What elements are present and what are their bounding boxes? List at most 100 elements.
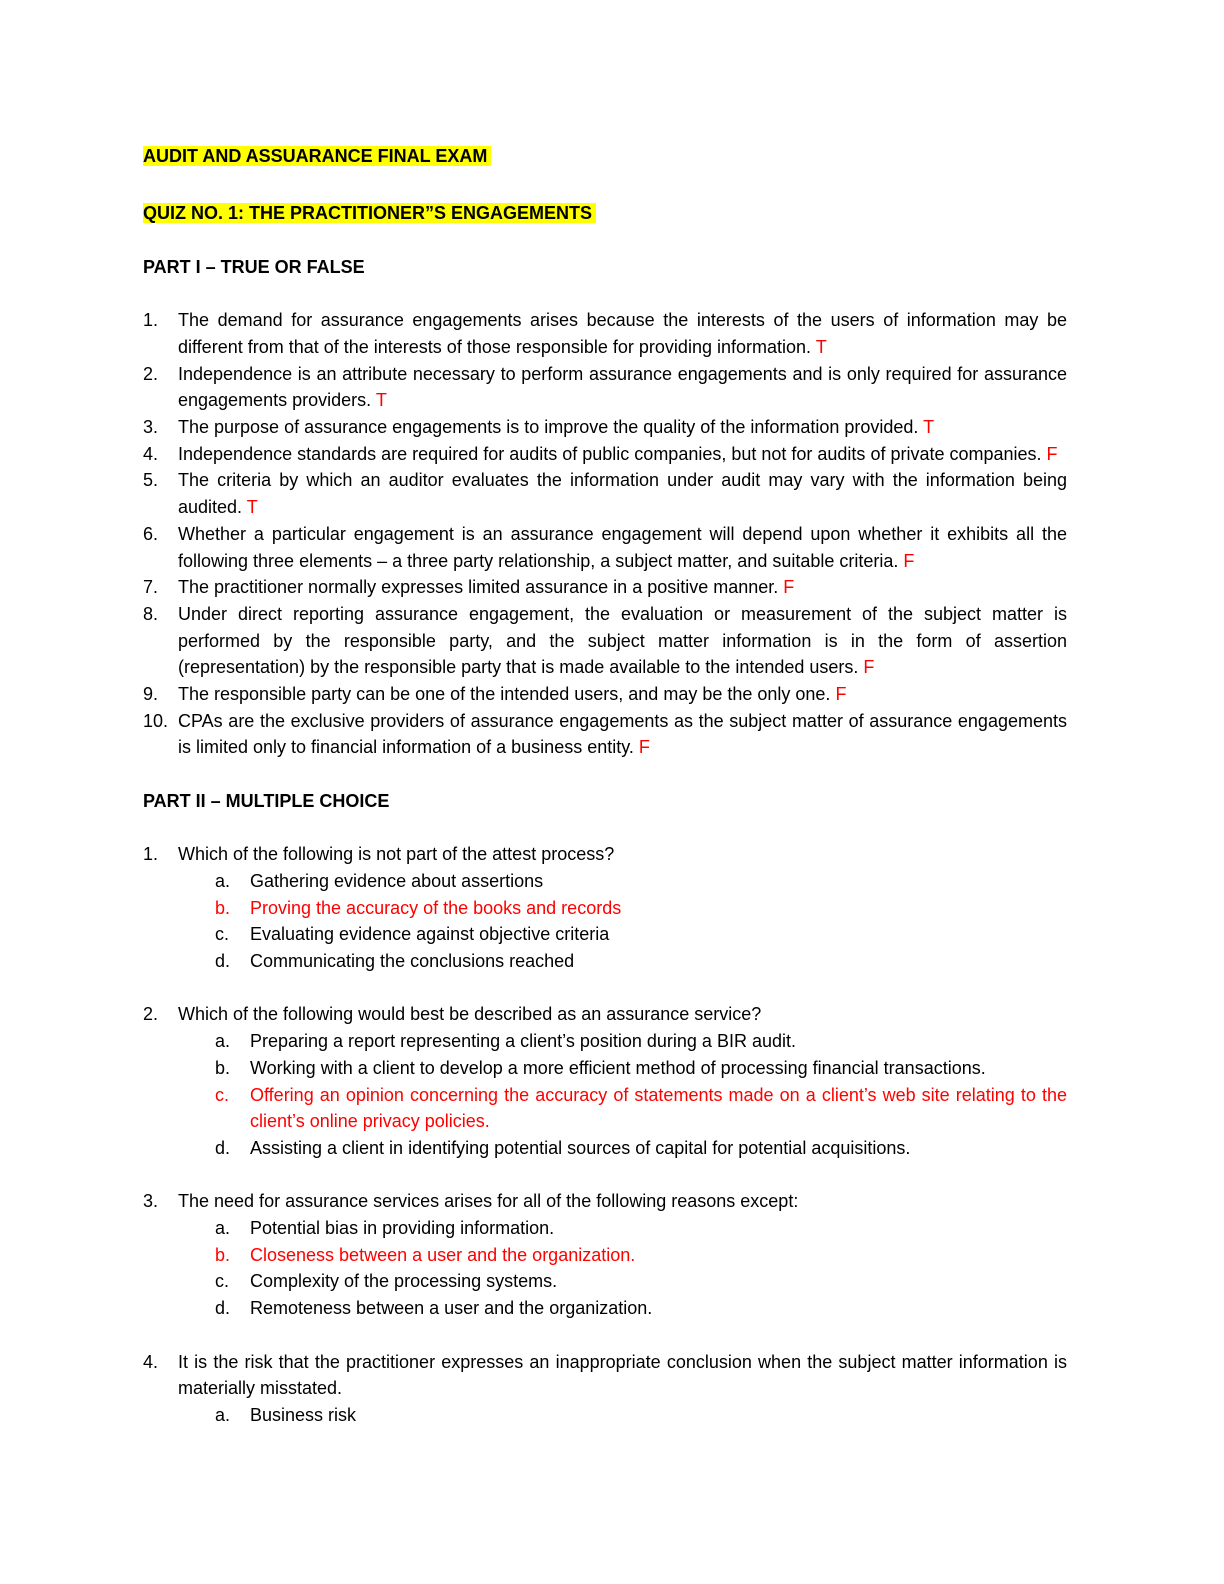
option-text: Offering an opinion concerning the accur… <box>250 1084 1067 1132</box>
option-text: Remoteness between a user and the organi… <box>250 1298 653 1319</box>
item-number: 2. <box>143 363 159 384</box>
tf-item: 2. Independence is an attribute necessary… <box>143 361 1067 414</box>
spacer <box>143 1322 1067 1349</box>
item-number: 4. <box>143 443 159 464</box>
option: a. Gathering evidence about assertions <box>143 868 1067 895</box>
tf-item: 9. The responsible party can be one of th… <box>143 681 1067 708</box>
option: a.Preparing a report representing a clie… <box>143 1028 1067 1055</box>
option: d. Remoteness between a user and the orga… <box>143 1295 1067 1322</box>
item-answer: T <box>815 336 827 357</box>
item-statement: CPAs are the exclusive providers of assu… <box>178 710 1067 758</box>
option-letter: a. <box>215 870 231 891</box>
item-answer: F <box>903 550 915 571</box>
correct-option: b. Proving the accuracy of the books and … <box>143 895 1067 922</box>
question-text: Which of the following would best be des… <box>178 1004 762 1025</box>
question-text: Which of the following is not part of th… <box>178 844 615 865</box>
item-number: 5. <box>143 470 159 491</box>
item-statement: The responsible party can be one of the … <box>178 684 831 705</box>
option-letter: b. <box>215 1057 231 1078</box>
option: c.Complexity of the processing systems. <box>143 1268 1067 1295</box>
item-answer: T <box>375 390 387 411</box>
item-answer: F <box>835 684 847 705</box>
option-letter: d. <box>215 951 231 972</box>
item-number: 6. <box>143 523 159 544</box>
option-letter: b. <box>215 1244 231 1265</box>
item-statement: Independence is an attribute necessary t… <box>178 363 1067 411</box>
quiz-title: QUIZ NO. 1: THE PRACTITIONER”S ENGAGEMEN… <box>143 203 597 224</box>
option-text: Preparing a report representing a client… <box>250 1031 796 1052</box>
item-text: Independence standards are required for … <box>178 441 1067 468</box>
option-letter: d. <box>215 1137 231 1158</box>
option-text: Gathering evidence about assertions <box>250 870 544 891</box>
correct-option: c.Offering an opinion concerning the acc… <box>143 1082 1067 1135</box>
mc-question: 2. Which of the following would best be d… <box>143 1001 1067 1028</box>
item-number: 1. <box>143 310 159 331</box>
option: a. Potential bias in providing informatio… <box>143 1215 1067 1242</box>
mc-question: 4. It is the risk that the practitioner e… <box>143 1349 1067 1402</box>
question-text: The need for assurance services arises f… <box>178 1191 799 1212</box>
document-title: AUDIT AND ASSUARANCE FINAL EXAM <box>143 146 492 166</box>
part1-heading: PART I – TRUE OR FALSE <box>143 256 365 277</box>
item-text: CPAs are the exclusive providers of assu… <box>178 708 1067 761</box>
item-text: The practitioner normally expresses limi… <box>178 574 1067 601</box>
option-letter: d. <box>215 1298 231 1319</box>
item-answer: F <box>783 577 795 598</box>
item-statement: The demand for assurance engagements ari… <box>178 310 1067 357</box>
item-text: The demand for assurance engagements ari… <box>178 307 1067 360</box>
option: b.Working with a client to develop a mor… <box>143 1055 1067 1082</box>
option-letter: c. <box>215 924 230 945</box>
item-statement: The practitioner normally expresses limi… <box>178 577 779 598</box>
question-number: 1. <box>143 844 159 865</box>
question-text: It is the risk that the practitioner exp… <box>178 1351 1067 1399</box>
question-number: 4. <box>143 1351 159 1372</box>
option: a. Business risk <box>143 1402 1067 1429</box>
item-number: 3. <box>143 416 159 437</box>
mc-question: 3. The need for assurance services arises… <box>143 1188 1067 1215</box>
tf-item: 3. The purpose of assurance engagements i… <box>143 414 1067 441</box>
tf-item: 8. Under direct reporting assurance engag… <box>143 601 1067 681</box>
tf-item: 6. Whether a particular engagement is an … <box>143 521 1067 574</box>
item-text: The criteria by which an auditor evaluat… <box>178 467 1067 520</box>
question-number: 3. <box>143 1191 159 1212</box>
option-text: Business risk <box>250 1404 357 1425</box>
item-statement: The criteria by which an auditor evaluat… <box>178 470 1067 518</box>
option-text: Evaluating evidence against objective cr… <box>250 924 610 945</box>
document-page: AUDIT AND ASSUARANCE FINAL EXAM QUIZ NO.… <box>143 143 1067 1429</box>
tf-item: 10. CPAs are the exclusive providers of a… <box>143 708 1067 761</box>
part2-heading: PART II – MULTIPLE CHOICE <box>143 790 390 811</box>
option: c. Evaluating evidence against objective … <box>143 921 1067 948</box>
item-text: Independence is an attribute necessary t… <box>178 361 1067 414</box>
option-letter: a. <box>215 1218 231 1239</box>
option-letter: b. <box>215 897 231 918</box>
option-text: Assisting a client in identifying potent… <box>250 1137 911 1158</box>
item-number: 10. <box>143 710 169 731</box>
true-false-list: 1. The demand for assurance engagements a… <box>143 307 1067 761</box>
question-number: 2. <box>143 1004 159 1025</box>
item-answer: F <box>638 737 650 758</box>
correct-option: b. Closeness between a user and the organ… <box>143 1242 1067 1269</box>
spacer <box>143 1162 1067 1189</box>
item-text: Under direct reporting assurance engagem… <box>178 601 1067 681</box>
item-statement: Independence standards are required for … <box>178 443 1042 464</box>
item-text: The purpose of assurance engagements is … <box>178 414 1067 441</box>
item-number: 9. <box>143 684 159 705</box>
item-statement: The purpose of assurance engagements is … <box>178 416 919 437</box>
item-number: 8. <box>143 603 159 624</box>
option-letter: a. <box>215 1404 231 1425</box>
option-text: Closeness between a user and the organiz… <box>250 1244 636 1265</box>
item-answer: T <box>923 416 935 437</box>
item-answer: F <box>863 657 875 678</box>
item-statement: Under direct reporting assurance engagem… <box>178 603 1067 678</box>
option-letter: c. <box>215 1271 230 1292</box>
item-statement: Whether a particular engagement is an as… <box>178 523 1067 571</box>
option-text: Proving the accuracy of the books and re… <box>250 897 622 918</box>
item-answer: F <box>1046 443 1058 464</box>
multiple-choice-list: 1. Which of the following is not part of … <box>143 841 1067 1428</box>
option: d.Communicating the conclusions reached <box>143 948 1067 975</box>
option: d. Assisting a client in identifying pote… <box>143 1135 1067 1162</box>
tf-item: 7.The practitioner normally expresses li… <box>143 574 1067 601</box>
item-text: Whether a particular engagement is an as… <box>178 521 1067 574</box>
item-answer: T <box>246 497 258 518</box>
item-text: The responsible party can be one of the … <box>178 681 1067 708</box>
option-text: Potential bias in providing information. <box>250 1218 555 1239</box>
